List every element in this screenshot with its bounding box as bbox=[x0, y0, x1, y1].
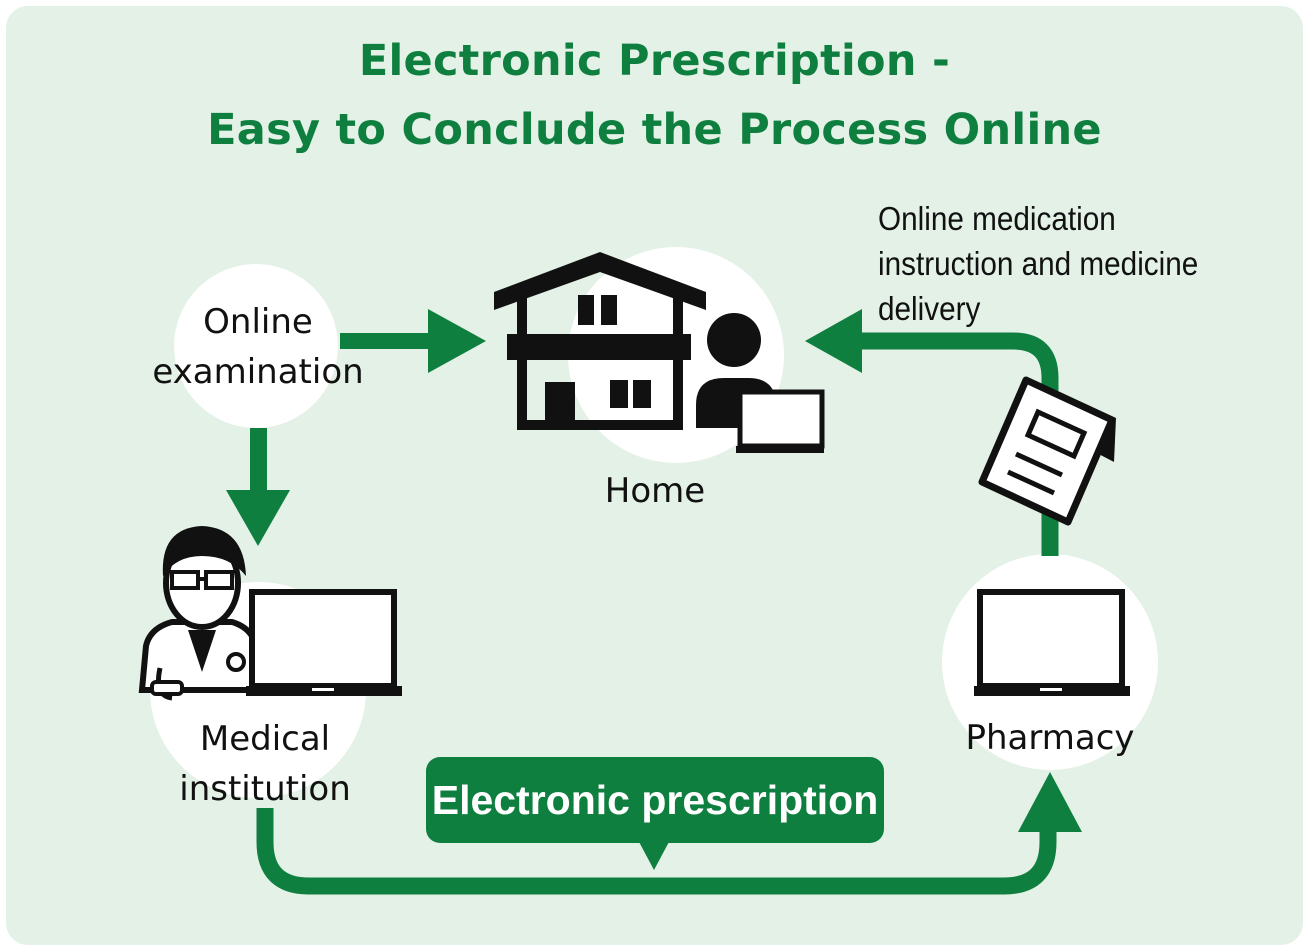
online-exam-label-2: examination bbox=[152, 352, 364, 392]
home-laptop-icon bbox=[736, 389, 825, 453]
medical-laptop-icon bbox=[246, 589, 402, 696]
arrow-pharmacy-to-home-icon bbox=[805, 309, 1059, 556]
medical-label-1: Medical bbox=[199, 719, 331, 759]
pharmacy-laptop-icon bbox=[974, 589, 1130, 696]
arrow-medical-to-pharmacy-icon bbox=[256, 772, 1082, 895]
electronic-prescription-badge: Electronic prescription bbox=[426, 757, 884, 843]
document-icon bbox=[978, 376, 1116, 526]
online-exam-circle bbox=[174, 264, 338, 428]
house-icon bbox=[494, 252, 706, 430]
doctor-icon bbox=[138, 526, 262, 701]
arrow-exam-to-medical-icon bbox=[226, 428, 290, 546]
medical-label-2: institution bbox=[179, 769, 351, 809]
delivery-note-line-3: delivery bbox=[878, 290, 981, 327]
delivery-note-line-2: instruction and medicine bbox=[878, 245, 1199, 282]
process-diagram bbox=[138, 247, 1158, 895]
badge-pointer-icon bbox=[638, 840, 670, 870]
delivery-note-line-1: Online medication bbox=[878, 200, 1116, 237]
online-exam-label-1: Online bbox=[203, 302, 313, 342]
pharmacy-label: Pharmacy bbox=[965, 718, 1135, 758]
home-label: Home bbox=[604, 471, 706, 511]
arrow-exam-to-home-icon bbox=[340, 309, 486, 373]
delivery-note: Online medication instruction and medici… bbox=[878, 196, 1198, 331]
title-line-2: Easy to Conclude the Process Online bbox=[207, 105, 1102, 155]
title-line-1: Electronic Prescription - bbox=[358, 36, 951, 86]
